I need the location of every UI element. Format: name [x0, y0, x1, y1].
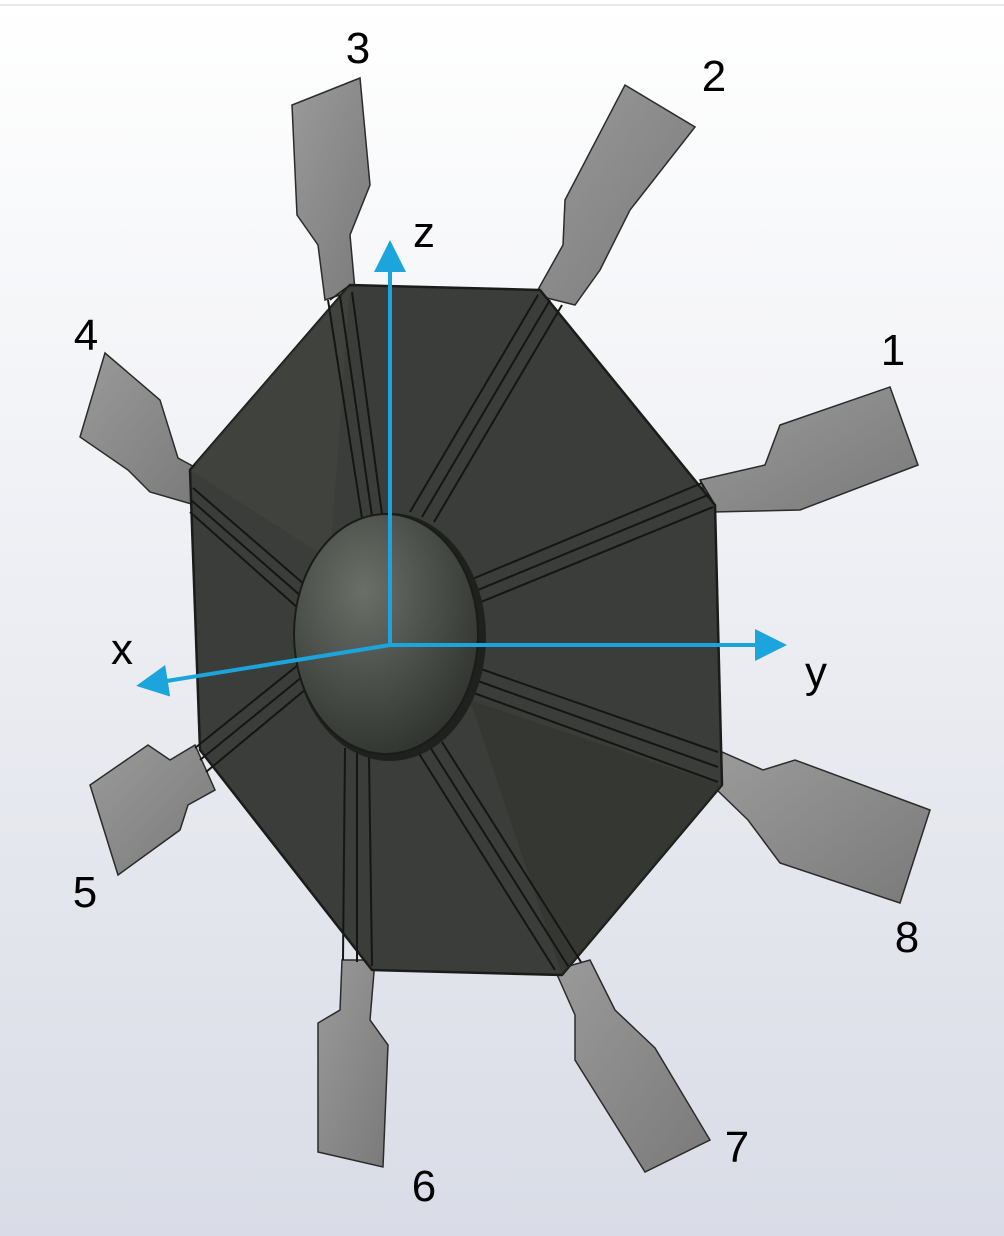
lead-6: [317, 959, 389, 1168]
lead-label-8: 8: [894, 913, 920, 962]
lead-label-5: 5: [72, 868, 98, 917]
coordinate-axes: [136, 240, 787, 697]
lead-3: [291, 76, 371, 302]
channel-grooves: [189, 291, 719, 971]
x-axis-label: x: [111, 625, 133, 674]
z-axis-label: z: [413, 208, 435, 257]
y-axis-label: y: [805, 648, 827, 697]
lead-label-3: 3: [345, 24, 371, 73]
lead-label-6: 6: [411, 1162, 437, 1211]
lead-2: [533, 83, 697, 306]
body-facet-edges: [189, 284, 716, 506]
lead-label-2: 2: [701, 52, 727, 101]
body-facet-upper-left: [190, 285, 350, 560]
lead-1: [698, 386, 919, 513]
lead-7: [553, 959, 712, 1173]
lead-label-4: 4: [73, 311, 99, 360]
center-dome: [293, 513, 479, 755]
lead-5: [89, 743, 216, 877]
x-axis-arrow: [136, 643, 391, 697]
body-facet-lower-right: [470, 700, 722, 975]
lead-label-7: 7: [724, 1123, 750, 1172]
lead-8: [716, 750, 931, 904]
lead-label-1: 1: [880, 326, 906, 375]
